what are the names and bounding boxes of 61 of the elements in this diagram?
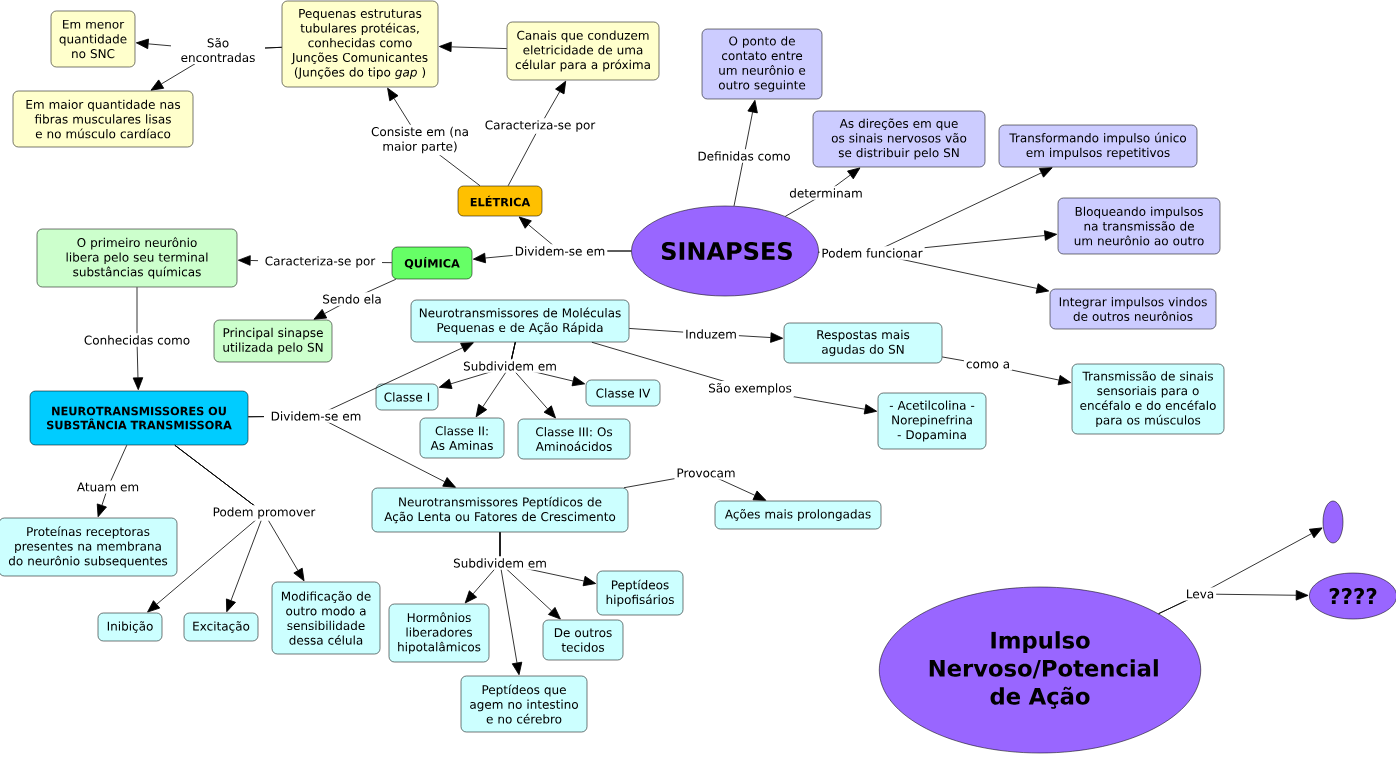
- arrow: [313, 278, 397, 320]
- concept-box: Canais que conduzem eletricidade de uma célular para a próxima: [506, 21, 660, 81]
- concept-box: Transmissão de sinais sensoriais para o encéfalo e do encéfalo para os músculos: [1071, 363, 1225, 435]
- edge-label: Definidas como: [695, 149, 793, 163]
- edge-label: São exemplos: [706, 381, 794, 397]
- concept-box: Modificação de outro modo a sensibilidade dessa célula: [271, 581, 381, 655]
- concept-box: Classe I: [375, 383, 439, 411]
- edge-label: Caracteriza-se por: [478, 118, 602, 134]
- edge-label: Subdividem em: [461, 359, 559, 373]
- concept-box: ELÉTRICA: [457, 185, 543, 217]
- concept-box: Classe IV: [585, 379, 661, 407]
- concept-box: Classe II: As Aminas: [419, 417, 505, 459]
- arrow: [132, 286, 144, 391]
- concept-box: Excitação: [183, 612, 259, 642]
- concept-box: O ponto de contato entre um neurônio e outro seguinte: [701, 28, 823, 100]
- concept-box: Integrar impulsos vindos de outros neurônios: [1049, 288, 1217, 330]
- concept-box: Neurotransmissores Peptídicos de Ação Lenta ou Fatores de Crescimento: [371, 487, 629, 533]
- concept-box: NEUROTRANSMISSORES OU SUBSTÂNCIA TRANSMISSORA: [29, 390, 249, 446]
- arrow: [733, 99, 758, 207]
- edge-label: Conhecidas como: [81, 333, 193, 347]
- edge-label: Dividem-se em: [264, 409, 368, 423]
- edge-label: Subdividem em: [451, 556, 549, 570]
- concept-box: As direções em que os sinais nervosos vão se distribuir pelo SN: [812, 110, 986, 168]
- concept-box: O primeiro neurônio libera pelo seu terminal substâncias químicas: [36, 228, 238, 288]
- edge-label: Sendo ela: [320, 292, 384, 306]
- concept-box: Principal sinapse utilizada pelo SN: [213, 319, 333, 363]
- concept-box: Respostas mais agudas do SN: [783, 322, 943, 364]
- edge-label: Induzem: [683, 327, 739, 341]
- concept-box: Bloqueando impulsos na transmissão de um neurônio ao outro: [1057, 197, 1221, 255]
- concept-box: Neurotransmissores de Moléculas Pequenas e de Ação Rápida: [410, 299, 630, 343]
- concept-box: Pequenas estruturas tubulares protéicas, conhecidas como Junções Comunicantes (Junções do tipo gap ): [281, 0, 439, 88]
- edge-label: Leva: [1183, 587, 1217, 601]
- edge-label: Podem funcionar: [819, 246, 925, 260]
- concept-box: Em maior quantidade nas fibras musculares lisas e no músculo cardíaco: [12, 90, 194, 148]
- edge-label: Atuam em: [74, 480, 142, 494]
- arrow: [784, 167, 861, 217]
- edge-label: Dividem-se em: [512, 244, 608, 258]
- edge-label: determinam: [787, 186, 865, 200]
- edge-label: Podem promover: [210, 505, 318, 521]
- concept-box: Em menor quantidade no SNC: [50, 10, 136, 68]
- concept-box: Transformando impulso único em impulsos repetitivos: [998, 124, 1198, 168]
- edge-label: Consiste em (na maior parte): [363, 124, 477, 156]
- concept-box: QUÍMICA: [391, 246, 473, 280]
- edge-label: Caracteriza-se por: [258, 254, 382, 270]
- empty-ellipse: [1322, 500, 1344, 544]
- concept-box: Inibição: [97, 612, 163, 642]
- concept-box: Classe III: Os Aminoácidos: [517, 418, 631, 460]
- edge-label: Provocam: [674, 466, 738, 480]
- concept-box: Ações mais prolongadas: [714, 500, 882, 530]
- arrow: [438, 41, 508, 53]
- concept-box: De outros tecidos: [542, 619, 624, 661]
- concept-box: - Acetilcolina - Norepinefrina - Dopamina: [877, 392, 987, 450]
- concept-box: Peptídeos hipofisários: [596, 570, 684, 616]
- concept-box: Hormônios liberadores hipotalâmicos: [388, 603, 490, 663]
- arrow: [174, 444, 305, 582]
- concept-box: Peptídeos que agem no intestino e no cérebro: [460, 675, 588, 733]
- edge-label: como a: [963, 359, 1013, 371]
- concept-box: Proteínas receptoras presentes na membrana do neurônio subsequentes: [0, 517, 178, 577]
- arrow: [507, 80, 567, 187]
- arrow: [96, 444, 128, 518]
- edge-label: São encontradas: [171, 35, 265, 65]
